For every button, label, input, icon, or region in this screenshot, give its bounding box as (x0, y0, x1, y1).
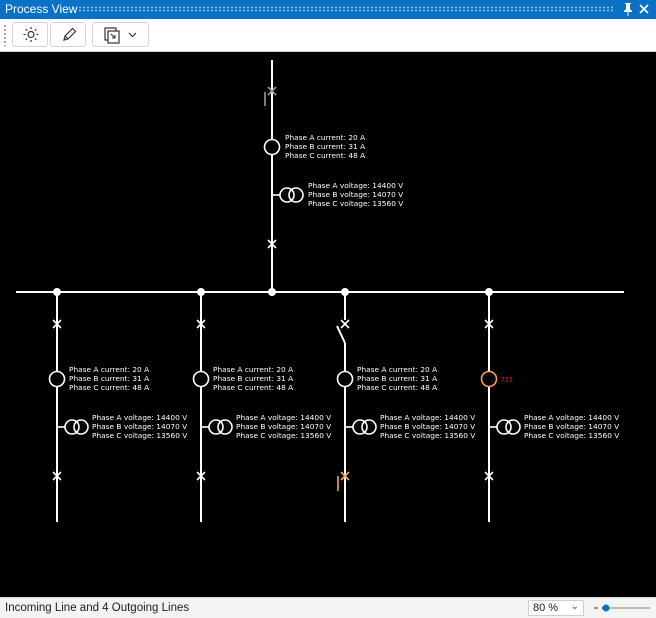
feeder-2-voltage-label: Phase A voltage: 14400 V (236, 413, 331, 422)
feeder-4-unknown-current: ??? (501, 375, 513, 384)
feeder-1-breaker-top[interactable] (52, 319, 62, 329)
junction-dot (485, 288, 493, 296)
sun-icon (23, 27, 39, 42)
feeder-2-voltage-label: Phase C voltage: 13560 V (236, 431, 331, 440)
feeder-2-voltage-label: Phase B voltage: 14070 V (236, 422, 331, 431)
single-line-diagram: Phase A current: 20 A Phase B current: 3… (16, 60, 624, 522)
zoom-slider-thumb[interactable] (602, 604, 610, 612)
incoming-voltage-label: Phase C voltage: 13560 V (308, 199, 403, 208)
incoming-current-label: Phase C current: 48 A (285, 151, 365, 160)
junction-dot (341, 288, 349, 296)
close-icon[interactable] (636, 1, 652, 17)
export-icon (104, 27, 120, 44)
junction-dot (268, 288, 276, 296)
feeder-2-breaker-bottom[interactable] (196, 471, 206, 481)
feeder-3-voltage-label: Phase B voltage: 14070 V (380, 422, 475, 431)
feeder-1-voltage-label: Phase B voltage: 14070 V (92, 422, 187, 431)
feeder-2-current-label: Phase A current: 20 A (213, 365, 293, 374)
incoming-current-transformer[interactable] (263, 138, 281, 156)
feeder-3-breaker-top[interactable] (340, 319, 350, 329)
junction-dot (197, 288, 205, 296)
edit-button[interactable] (50, 22, 86, 47)
feeder-2-current-label: Phase B current: 31 A (213, 374, 293, 383)
feeder-1-voltage-label: Phase C voltage: 13560 V (92, 431, 187, 440)
feeder-3-current-label: Phase C current: 48 A (357, 383, 437, 392)
pencil-icon (63, 27, 77, 41)
feeder-1-current-label: Phase C current: 48 A (69, 383, 149, 392)
feeder-3-voltage-transformer[interactable] (345, 419, 377, 435)
feeder-1-voltage-transformer[interactable] (57, 419, 89, 435)
title-bar: Process View (0, 0, 656, 19)
brightness-button[interactable] (12, 22, 48, 47)
feeder-3-voltage-label: Phase C voltage: 13560 V (380, 431, 475, 440)
feeder-3-current-label: Phase A current: 20 A (357, 365, 437, 374)
feeder-4-breaker-top[interactable] (484, 319, 494, 329)
feeder-4-voltage-label: Phase C voltage: 13560 V (524, 431, 619, 440)
chevron-down-icon (128, 32, 137, 38)
incoming-current-label: Phase B current: 31 A (285, 142, 365, 151)
incoming-voltage-transformer[interactable] (272, 187, 304, 203)
title-bar-grip[interactable] (78, 6, 614, 12)
process-view-canvas[interactable]: Phase A current: 20 A Phase B current: 3… (0, 52, 656, 597)
view-description: Incoming Line and 4 Outgoing Lines (5, 602, 190, 614)
feeder-1-current-transformer[interactable] (48, 370, 66, 388)
feeder-1-voltage-label: Phase A voltage: 14400 V (92, 413, 187, 422)
incoming-current-label: Phase A current: 20 A (285, 133, 365, 142)
feeder-2-breaker-top[interactable] (196, 319, 206, 329)
toolbar (0, 19, 656, 52)
zoom-slider[interactable] (590, 602, 652, 614)
zoom-value: 80 % (533, 602, 559, 614)
status-bar: Incoming Line and 4 Outgoing Lines 80 % … (0, 597, 656, 618)
feeder-2-current-transformer[interactable] (192, 370, 210, 388)
view-dropdown-button[interactable] (92, 22, 149, 47)
feeder-4-voltage-label: Phase A voltage: 14400 V (524, 413, 619, 422)
feeder-2-current-label: Phase C current: 48 A (213, 383, 293, 392)
feeder-1-current-label: Phase A current: 20 A (69, 365, 149, 374)
feeder-4-voltage-label: Phase B voltage: 14070 V (524, 422, 619, 431)
feeder-3-voltage-label: Phase A voltage: 14400 V (380, 413, 475, 422)
pin-icon[interactable] (620, 1, 636, 17)
feeder-4-voltage-transformer[interactable] (489, 419, 521, 435)
junction-dot (53, 288, 61, 296)
feeder-3-current-transformer[interactable] (336, 370, 354, 388)
incoming-breaker[interactable] (267, 239, 277, 249)
incoming-voltage-label: Phase B voltage: 14070 V (308, 190, 403, 199)
feeder-1-breaker-bottom[interactable] (52, 471, 62, 481)
feeder-3-current-label: Phase B current: 31 A (357, 374, 437, 383)
incoming-earthing-switch[interactable] (264, 86, 277, 106)
feeder-2-voltage-transformer[interactable] (201, 419, 233, 435)
toolbar-grip[interactable] (3, 24, 7, 46)
feeder-4-current-transformer[interactable] (480, 370, 498, 388)
feeder-4-breaker-bottom[interactable] (484, 471, 494, 481)
feeder-1-current-label: Phase B current: 31 A (69, 374, 149, 383)
open-switch[interactable] (336, 325, 346, 344)
feeder-3-earthing-switch[interactable] (337, 471, 350, 491)
zoom-select[interactable]: 80 % ⌄ (528, 600, 584, 616)
window-title: Process View (5, 2, 78, 16)
incoming-voltage-label: Phase A voltage: 14400 V (308, 181, 403, 190)
chevron-down-icon: ⌄ (570, 601, 579, 612)
